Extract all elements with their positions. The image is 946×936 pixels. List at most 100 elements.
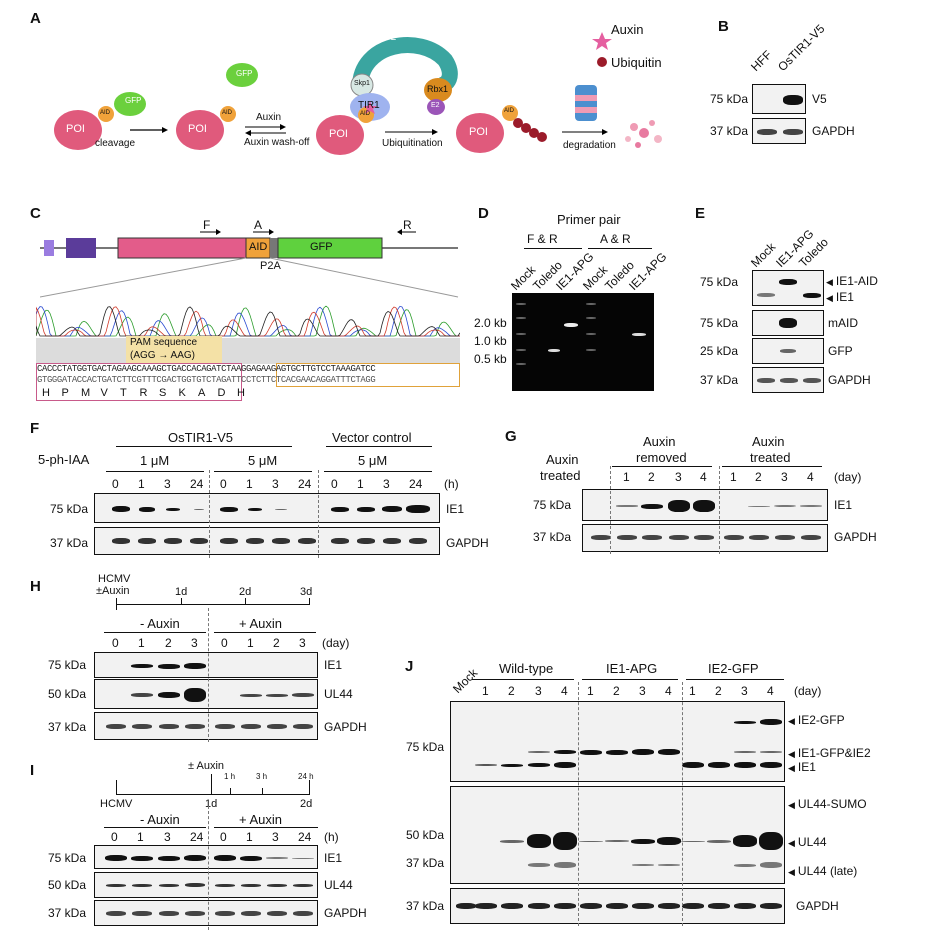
i-tl-3h: 3 h: [256, 772, 268, 781]
i-group-minus: - Auxin: [140, 812, 180, 827]
d-marker-05kb: 0.5 kb: [474, 352, 507, 366]
d-group-fr: F & R: [527, 232, 558, 246]
e-target-gfp: GFP: [828, 344, 853, 358]
c-aa: R: [139, 387, 148, 399]
h-tl-3d: 3d: [300, 586, 313, 598]
h-line-2: [214, 632, 316, 633]
f-time-label: 24: [409, 477, 423, 491]
h-tl-tick0: [116, 598, 117, 610]
g-target-gapdh: GAPDH: [834, 530, 877, 544]
e-target-ie1aid: IE1-AID: [826, 274, 878, 288]
b-marker-75: 75 kDa: [710, 92, 749, 106]
j-target-ul44late: UL44 (late): [788, 864, 857, 878]
c-gfp-label: GFP: [310, 241, 333, 253]
primer-f: F: [203, 218, 211, 232]
c-aa: M: [81, 387, 91, 399]
i-marker-50: 50 kDa: [48, 878, 87, 892]
j-day-label: 1: [689, 684, 696, 698]
f-time-label: 3: [272, 477, 279, 491]
panel-j-label: J: [405, 658, 414, 675]
c-seq-background: [36, 338, 460, 364]
f-dose-2: 5 μM: [248, 453, 278, 468]
primer-a: A: [254, 218, 263, 232]
i-time-label: 0: [111, 830, 118, 844]
f-line-vector: [326, 446, 432, 447]
h-unit: (day): [322, 636, 350, 650]
j-marker-37b: 37 kDa: [406, 899, 445, 913]
aid-label-3: AID: [360, 111, 371, 117]
h-day-label: 3: [191, 636, 198, 650]
auxin-step-label: Auxin: [256, 112, 282, 123]
b-target-gapdh: GAPDH: [812, 124, 855, 138]
c-aa: H: [42, 387, 50, 399]
d-group-ar: A & R: [600, 232, 631, 246]
j-day-label: 4: [665, 684, 672, 698]
g-blot-ie1: [582, 489, 828, 521]
poi-label-4: POI: [469, 126, 488, 138]
h-group-plus: + Auxin: [239, 616, 283, 631]
d-title: Primer pair: [557, 212, 621, 227]
c-aa: T: [120, 387, 127, 399]
g-group1-2: removed: [636, 450, 687, 465]
j-target-ie2gfp: IE2-GFP: [788, 713, 845, 727]
h-tl-tick2: [245, 598, 246, 604]
c-aa: H: [237, 387, 245, 399]
panel-h-label: H: [30, 578, 41, 595]
j-divider-2: [682, 682, 683, 926]
d-marker-2kb: 2.0 kb: [474, 316, 507, 330]
f-blot-ie1: [94, 493, 440, 523]
j-day-label: 2: [613, 684, 620, 698]
ubiquitination-label: Ubiquitination: [382, 138, 443, 149]
g-day-label: 2: [755, 470, 762, 484]
e-blot-gapdh: [752, 367, 824, 393]
legend-ubiquitin: Ubiquitin: [611, 55, 662, 70]
e-marker-2: 75 kDa: [700, 316, 739, 330]
auxin-star-icon: [592, 32, 612, 50]
f-dose-1: 1 μM: [140, 453, 170, 468]
g-first-2: treated: [540, 468, 581, 483]
i-target-ie1: IE1: [324, 851, 343, 865]
j-mock: Mock: [450, 665, 481, 696]
gfp-label-2: GFP: [236, 69, 253, 78]
h-day-label: 2: [165, 636, 172, 650]
e-marker-4: 37 kDa: [700, 373, 739, 387]
panel-i-label: I: [30, 762, 35, 779]
i-tl-1h: 1 h: [224, 772, 236, 781]
i-tl-tick1: [230, 788, 231, 794]
b-blot-v5: [752, 84, 806, 114]
g-day-label: 1: [730, 470, 737, 484]
g-day-label: 1: [623, 470, 630, 484]
f-target-gapdh: GAPDH: [446, 536, 489, 550]
b-lane-hff: HFF: [748, 47, 775, 74]
i-line-2: [214, 827, 318, 828]
i-time-label: 3: [164, 830, 171, 844]
j-target-ie1gfp-ie2: IE1-GFP&IE2: [788, 746, 871, 760]
h-line-1: [104, 632, 206, 633]
g-line-1: [612, 466, 712, 467]
j-target-ul44: UL44: [788, 835, 827, 849]
b-target-v5: V5: [812, 92, 827, 106]
i-target-gapdh: GAPDH: [324, 906, 367, 920]
panel-b-label: B: [718, 18, 729, 35]
j-day-label: 3: [535, 684, 542, 698]
j-day-label: 3: [741, 684, 748, 698]
j-marker-37a: 37 kDa: [406, 856, 445, 870]
j-day-label: 1: [587, 684, 594, 698]
g-day-label: 4: [700, 470, 707, 484]
c-aa: A: [198, 387, 206, 399]
i-tl-2d: 2d: [300, 798, 313, 810]
h-blot-ul44: [94, 679, 318, 709]
j-marker-50: 50 kDa: [406, 828, 445, 842]
b-blot-gapdh: [752, 118, 806, 144]
c-aa: P: [61, 387, 69, 399]
skp1-label: Skp1: [354, 80, 370, 87]
aid-label-1: AID: [100, 110, 111, 116]
j-target-ul44sumo: UL44-SUMO: [788, 797, 867, 811]
f-time-label: 24: [190, 477, 204, 491]
j-marker-75: 75 kDa: [406, 740, 445, 754]
g-first-1: Auxin: [546, 452, 579, 467]
primer-r: R: [403, 218, 412, 232]
j-day-label: 2: [715, 684, 722, 698]
c-pam-box: [126, 336, 222, 364]
